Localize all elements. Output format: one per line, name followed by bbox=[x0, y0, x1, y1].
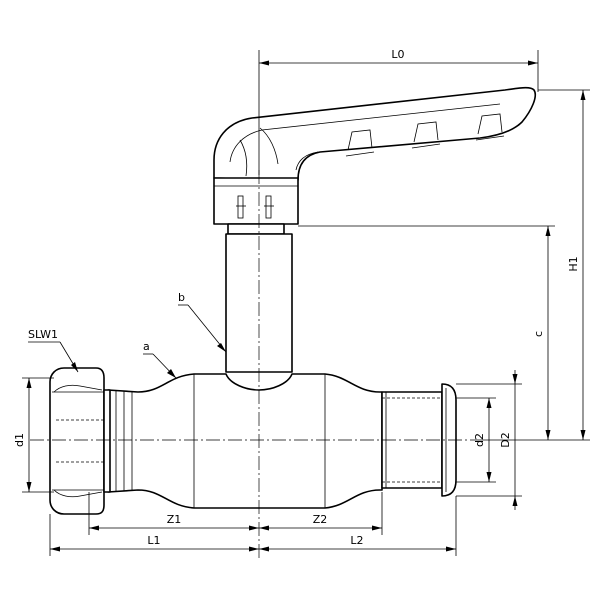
label-H1: H1 bbox=[567, 256, 580, 271]
dim-c: c bbox=[298, 225, 555, 440]
lever-handle bbox=[213, 86, 537, 181]
label-d1: d1 bbox=[13, 433, 26, 447]
union-nut bbox=[49, 367, 111, 515]
label-L0: L0 bbox=[391, 48, 404, 61]
label-d2: d2 bbox=[473, 433, 486, 447]
leader-b: b bbox=[178, 291, 227, 353]
valve-body bbox=[107, 373, 383, 509]
label-L1: L1 bbox=[147, 534, 160, 547]
dim-d1: d1 bbox=[13, 377, 54, 493]
label-D2: D2 bbox=[499, 432, 512, 447]
label-L2: L2 bbox=[350, 534, 363, 547]
label-c: c bbox=[532, 331, 545, 337]
dim-H1: H1 bbox=[480, 89, 590, 441]
label-a: a bbox=[143, 340, 150, 353]
label-b: b bbox=[178, 291, 185, 304]
center-lines bbox=[30, 170, 480, 560]
leader-SLW1: SLW1 bbox=[28, 328, 79, 373]
leader-a: a bbox=[143, 340, 177, 379]
dim-L1-L2: L1 L2 bbox=[49, 496, 457, 556]
dim-d2: d2 bbox=[456, 397, 496, 483]
label-Z1: Z1 bbox=[167, 513, 182, 526]
label-Z2: Z2 bbox=[313, 513, 328, 526]
dim-D2: D2 bbox=[456, 370, 522, 510]
label-SLW1: SLW1 bbox=[28, 328, 58, 341]
dim-L0: L0 bbox=[258, 48, 539, 175]
handle-boss bbox=[213, 177, 299, 225]
dim-Z1-Z2: Z1 Z2 bbox=[88, 492, 383, 535]
